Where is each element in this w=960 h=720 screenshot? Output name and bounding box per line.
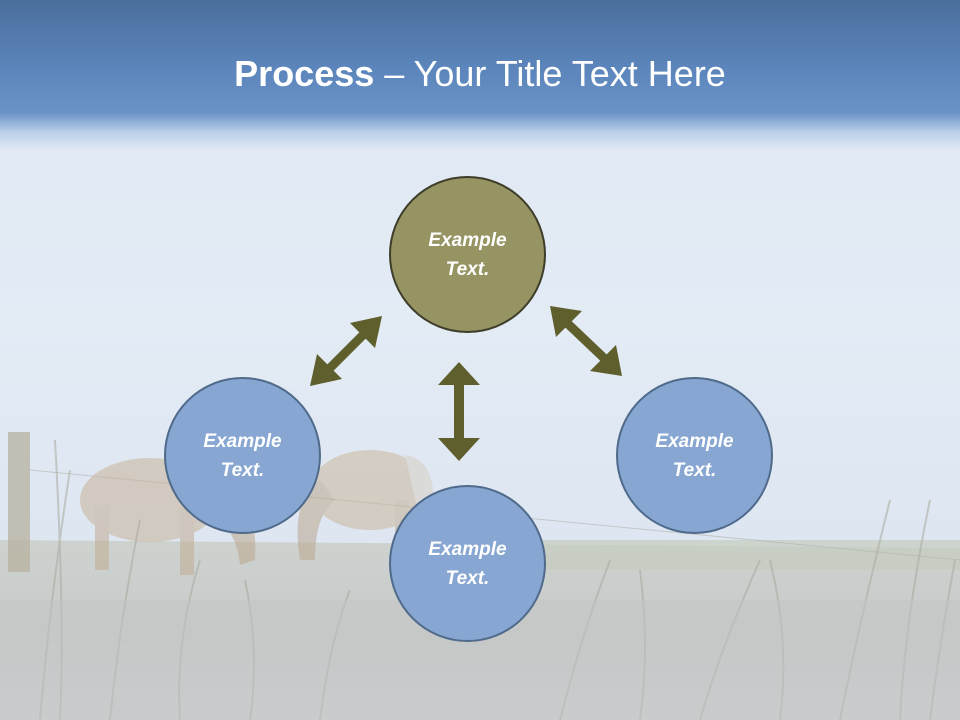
title-strong: Process: [234, 53, 375, 94]
node-top-label: Example Text.: [428, 229, 507, 280]
slide-title: Process – Your Title Text Here: [0, 50, 960, 98]
node-right[interactable]: Example Text.: [616, 377, 773, 534]
grass: [39, 439, 956, 720]
title-band: [0, 0, 960, 150]
node-top[interactable]: Example Text.: [389, 176, 546, 333]
double-arrow-left-top: [310, 316, 382, 386]
title-rest: – Your Title Text Here: [374, 53, 726, 94]
node-left-label: Example Text.: [203, 430, 282, 481]
node-left[interactable]: Example Text.: [164, 377, 321, 534]
double-arrow-vertical: [438, 362, 480, 461]
node-bottom-label: Example Text.: [428, 538, 507, 589]
node-bottom[interactable]: Example Text.: [389, 485, 546, 642]
node-right-label: Example Text.: [655, 430, 734, 481]
fence-post: [8, 432, 30, 572]
double-arrow-top-right: [550, 306, 622, 376]
